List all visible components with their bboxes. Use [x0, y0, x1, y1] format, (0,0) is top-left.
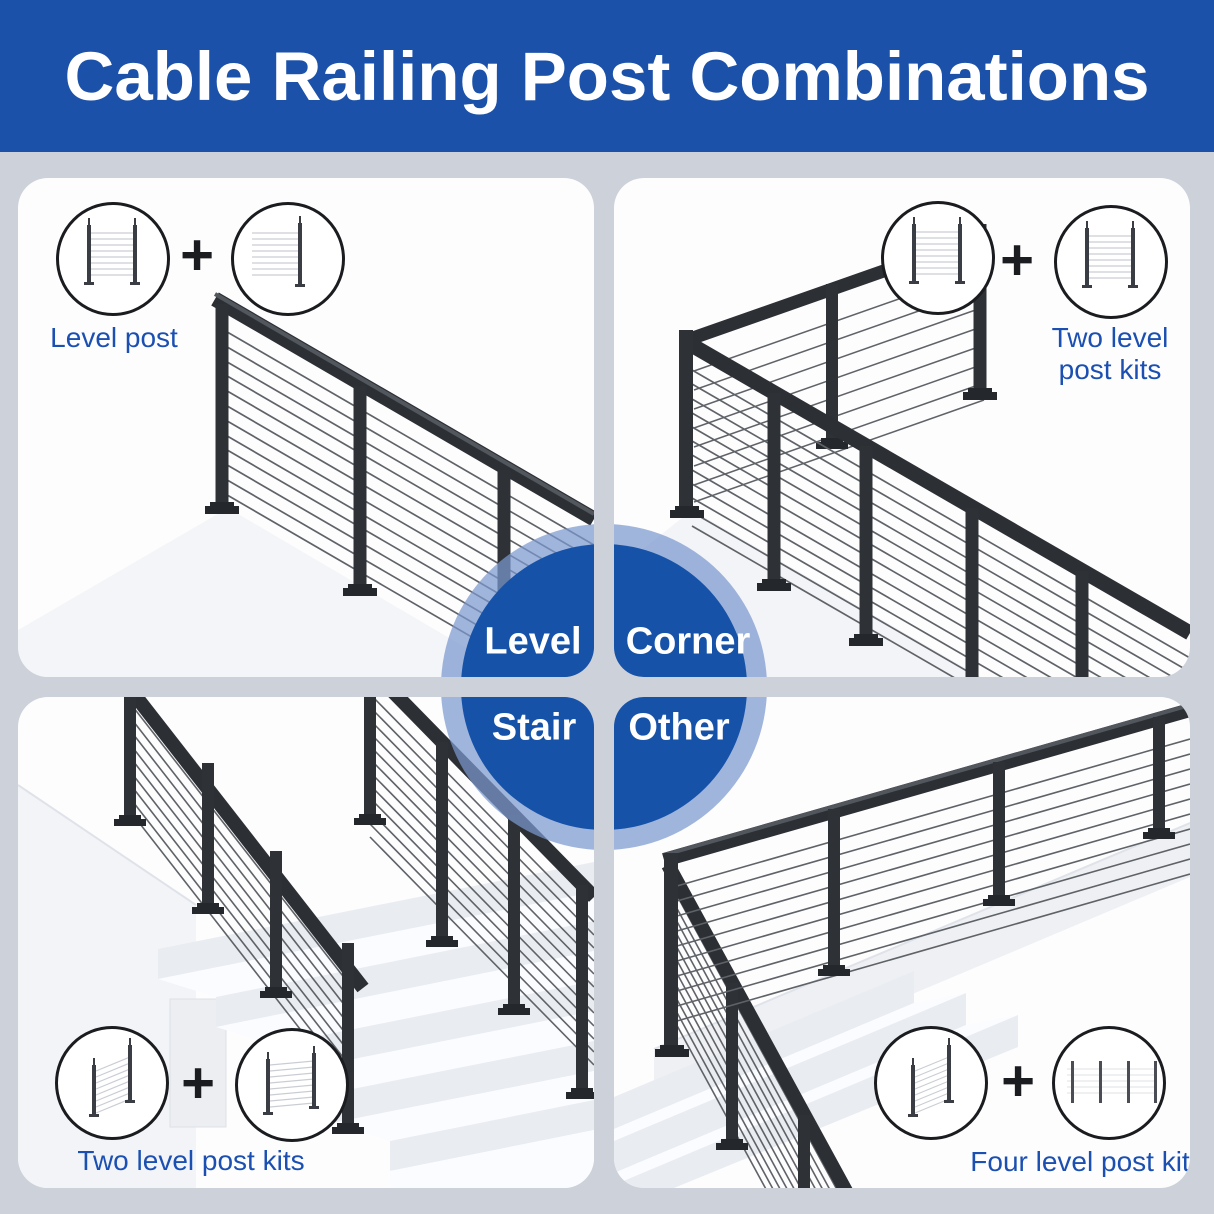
header-banner: Cable Railing Post Combinations — [0, 0, 1214, 152]
rail-highlight — [213, 292, 594, 516]
other-railing-illustration — [614, 703, 1190, 1188]
level-cable-lines — [669, 738, 1190, 1024]
two-posts-diagram — [263, 1046, 319, 1115]
rail-highlight — [663, 703, 1190, 857]
stair-steps — [158, 862, 594, 1188]
stair-posts-diagram — [89, 1038, 135, 1117]
single-level-post-icon — [231, 202, 345, 316]
plus-sign: + — [1001, 1048, 1035, 1114]
two-posts-diagram — [84, 218, 140, 285]
quad-label-corner: Corner — [625, 620, 751, 663]
panel-stair: + Two level post kits Stair — [18, 697, 594, 1188]
single-post-diagram — [252, 216, 305, 287]
stair-posts — [716, 983, 810, 1188]
page-title: Cable Railing Post Combinations — [64, 37, 1150, 115]
plus-sign: + — [180, 222, 214, 288]
panel-other: + Four level post kits Other — [614, 697, 1190, 1188]
stair-rail — [661, 861, 853, 1188]
deck-edge — [18, 784, 197, 906]
quad-label-level: Level — [484, 620, 582, 663]
front-posts — [670, 330, 1089, 677]
two-level-posts-icon — [1054, 205, 1168, 319]
two-stair-posts-icon — [55, 1026, 169, 1140]
other-caption: Four level post kits — [970, 1145, 1190, 1177]
panel-level: + Level post Level — [18, 178, 594, 677]
level-caption: Level post — [50, 321, 178, 353]
right-cable-lines — [369, 697, 594, 1066]
panel-corner: + Two level post kits Corner — [614, 178, 1190, 677]
top-rail — [211, 292, 594, 526]
plus-sign: + — [1000, 227, 1034, 293]
level-posts — [655, 717, 1175, 1057]
deck-floor — [18, 508, 594, 677]
quad-label-other: Other — [628, 706, 730, 749]
two-posts-diagram — [909, 217, 965, 284]
two-level-posts-icon — [235, 1028, 349, 1142]
level-rail — [662, 703, 1190, 867]
left-stair-rail — [127, 697, 369, 993]
quad-label-stair: Stair — [491, 706, 577, 749]
right-posts — [354, 697, 594, 1099]
two-stair-posts-icon — [874, 1026, 988, 1140]
corner-caption-line2: post kits — [1058, 354, 1162, 385]
two-level-posts-icon — [881, 201, 995, 315]
stair-posts-diagram — [908, 1038, 954, 1117]
four-posts-diagram — [1067, 1061, 1157, 1103]
level-railing-illustration — [18, 292, 594, 677]
four-level-posts-icon — [1052, 1026, 1166, 1140]
two-posts-diagram — [1082, 221, 1138, 288]
two-level-posts-icon — [56, 202, 170, 316]
corner-caption: Two level post kits — [1052, 322, 1169, 386]
corner-caption-line1: Two level — [1051, 321, 1169, 353]
front-rail — [684, 336, 1190, 640]
stair-caption: Two level post kits — [77, 1144, 305, 1176]
plus-sign: + — [181, 1050, 215, 1116]
